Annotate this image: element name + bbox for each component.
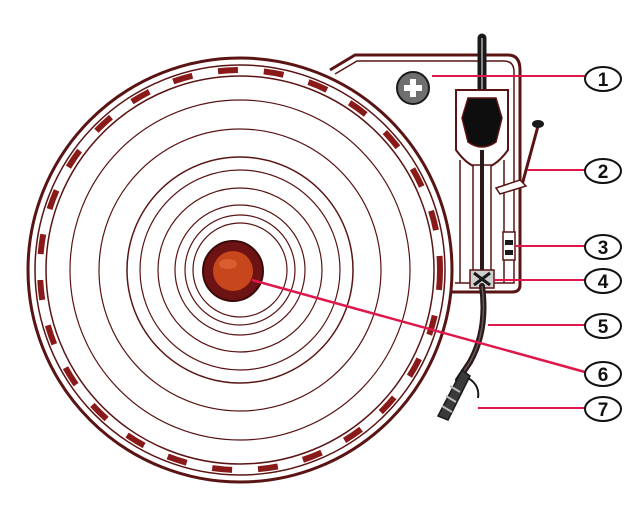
leader-6 xyxy=(251,278,586,374)
callout-5: 5 xyxy=(584,313,622,339)
spindle-group xyxy=(202,240,264,302)
callout-label: 1 xyxy=(598,70,609,91)
tonearm-assembly xyxy=(436,33,509,421)
cue-lever xyxy=(494,120,544,195)
plinth-outline xyxy=(329,53,522,294)
anti-skate-control xyxy=(502,231,516,261)
callout-1: 1 xyxy=(584,66,622,92)
callout-label: 3 xyxy=(598,238,609,259)
callout-label: 2 xyxy=(598,162,609,183)
callout-label: 6 xyxy=(598,365,609,386)
callout-3: 3 xyxy=(584,234,622,260)
counterweight xyxy=(461,97,503,148)
pivot-button xyxy=(396,71,430,105)
headshell xyxy=(436,368,480,421)
callout-7: 7 xyxy=(584,396,622,422)
callout-label: 5 xyxy=(598,317,609,338)
spindle-highlight xyxy=(219,259,237,269)
tonearm xyxy=(455,283,487,383)
leader-lines xyxy=(251,75,586,409)
plinth-inner-outline xyxy=(334,60,515,284)
callout-4: 4 xyxy=(584,268,622,294)
callout-2: 2 xyxy=(584,158,622,184)
callout-6: 6 xyxy=(584,361,622,387)
record-label xyxy=(213,251,253,291)
callout-label: 7 xyxy=(598,400,609,421)
callout-label: 4 xyxy=(598,272,609,293)
